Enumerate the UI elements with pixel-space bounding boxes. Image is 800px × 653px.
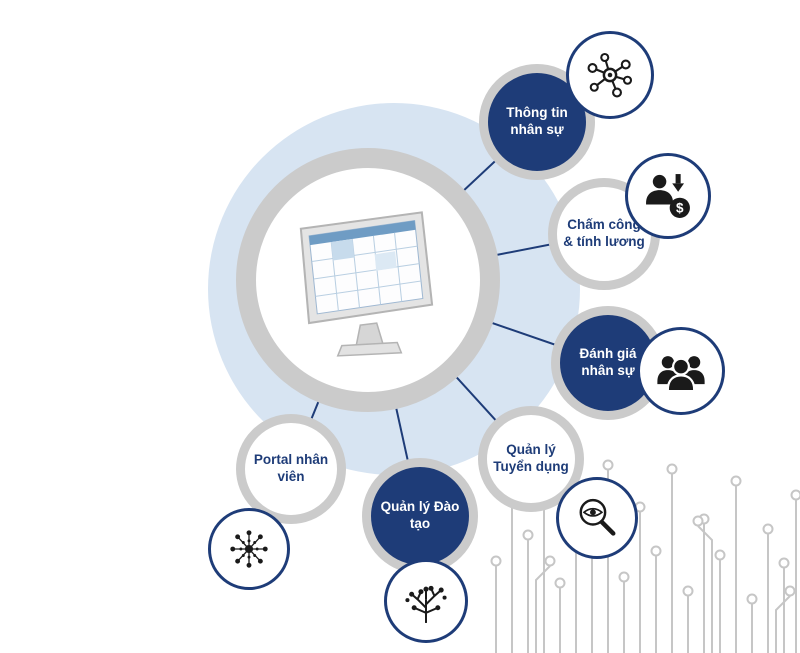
dollar-symbol: $ [676,200,684,215]
tree-icon [405,585,447,623]
icon-circle-search [556,477,638,559]
node-label: Thông tin nhân sự [506,105,568,137]
icon-circle-network [566,31,654,119]
central-hub-circle [236,148,500,412]
icon-circle-training [384,559,468,643]
node-label: Chấm công & tính lương [563,217,645,249]
node-label: Quản lý Tuyển dụng [493,442,569,474]
node-label: Quản lý Đào tạo [380,499,460,531]
people-group-icon [657,356,705,393]
icon-circle-portal [208,508,290,590]
icon-circle-people [637,327,725,415]
monitor-illustration [299,211,434,357]
payroll-person-dollar-icon: $ [646,174,690,218]
network-molecule-icon [587,52,633,98]
magnifier-eye-icon [579,498,616,536]
icon-circle-payroll: $ [625,153,711,239]
node-quan-ly-dao-tao: Quản lý Đào tạo [362,458,478,574]
node-label: Portal nhân viên [253,452,329,484]
dot-globe-icon [230,530,268,568]
